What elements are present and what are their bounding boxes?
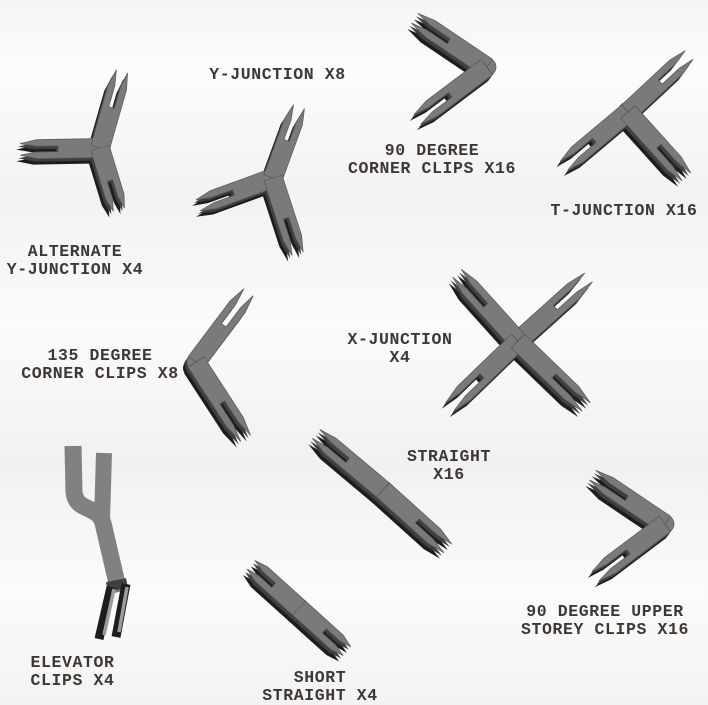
label-line: CORNER CLIPS X16 xyxy=(347,158,517,178)
elevator-clip-shape xyxy=(64,445,131,641)
label-line: 90 DEGREE UPPER xyxy=(526,602,684,621)
label-line: Y-JUNCTION X8 xyxy=(209,65,346,84)
label-short-straight: SHORT STRAIGHT X4 xyxy=(230,669,410,704)
label-alternate-y-junction: ALTERNATE Y-JUNCTION X4 xyxy=(0,243,150,278)
label-90-degree-corner-clips: 90 DEGREE CORNER CLIPS X16 xyxy=(341,142,523,177)
90-degree-upper-storey-clip-figure xyxy=(555,414,708,634)
label-90-degree-upper-storey-clips: 90 DEGREE UPPER STOREY CLIPS X16 xyxy=(506,603,704,638)
label-line: ALTERNATE xyxy=(27,242,123,261)
label-x-junction: X-JUNCTION X4 xyxy=(310,331,490,366)
label-line: 135 DEGREE xyxy=(47,346,153,365)
label-line: X4 xyxy=(389,347,411,367)
label-line: CORNER CLIPS X8 xyxy=(21,363,179,383)
label-line: SHORT xyxy=(293,668,347,687)
label-straight: STRAIGHT X16 xyxy=(359,448,539,483)
label-y-junction: Y-JUNCTION X8 xyxy=(190,66,365,84)
label-line: STOREY CLIPS X16 xyxy=(520,619,690,639)
label-line: T-JUNCTION X16 xyxy=(550,201,698,220)
label-line: X-JUNCTION xyxy=(347,330,453,349)
label-line: STRAIGHT xyxy=(406,447,491,466)
label-t-junction: T-JUNCTION X16 xyxy=(540,202,708,220)
label-line: STRAIGHT X4 xyxy=(262,685,378,705)
label-line: ELEVATOR xyxy=(30,653,115,672)
label-elevator-clips: ELEVATOR CLIPS X4 xyxy=(0,654,150,689)
label-line: Y-JUNCTION X4 xyxy=(6,259,144,279)
label-line: X16 xyxy=(433,464,465,484)
label-line: CLIPS X4 xyxy=(30,670,115,690)
label-135-degree-corner-clips: 135 DEGREE CORNER CLIPS X8 xyxy=(8,347,192,382)
label-line: 90 DEGREE xyxy=(384,141,480,160)
t-junction-figure xyxy=(518,2,708,222)
elevator-clip-figure xyxy=(64,445,131,641)
